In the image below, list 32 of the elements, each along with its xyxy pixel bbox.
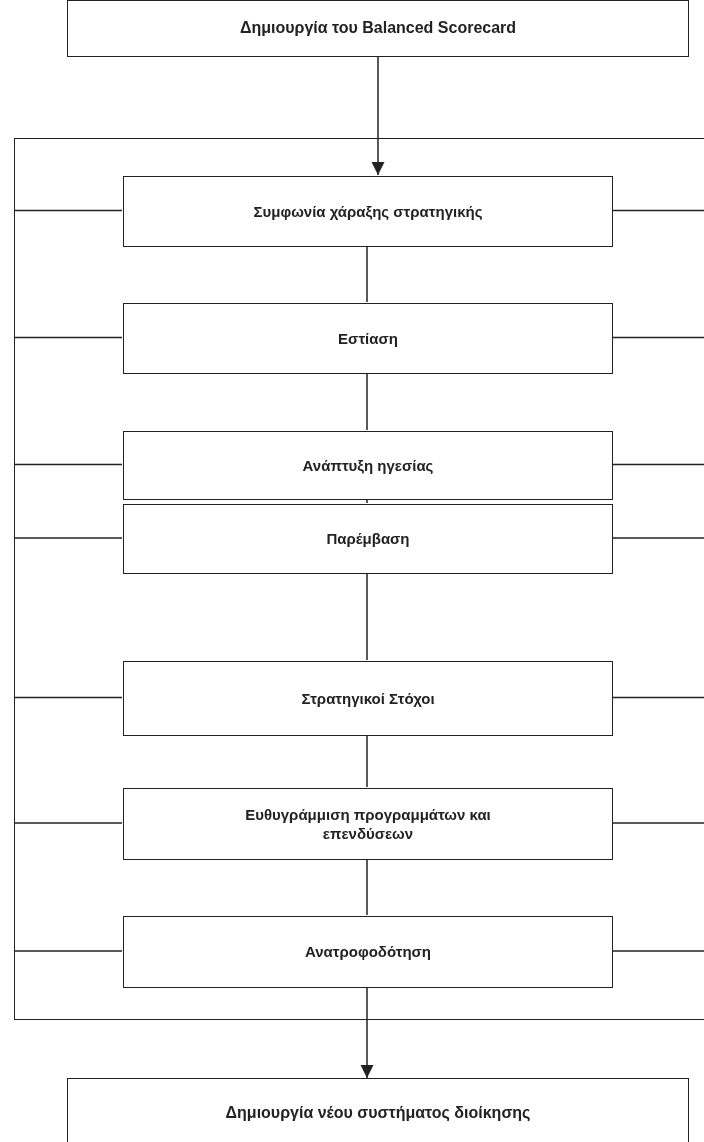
process-box: Ανατροφοδότηση bbox=[123, 916, 613, 988]
connector-line bbox=[13, 463, 123, 466]
process-box: Παρέμβαση bbox=[123, 504, 613, 574]
process-box: Ανάπτυξη ηγεσίας bbox=[123, 431, 613, 500]
process-box: Συμφωνία χάραξης στρατηγικής bbox=[123, 176, 613, 247]
connector-line bbox=[611, 696, 704, 699]
connector-line bbox=[13, 822, 123, 824]
connector-line bbox=[611, 950, 704, 952]
process-box: Δημιουργία νέου συστήματος διοίκησης bbox=[67, 1078, 689, 1142]
connector-line bbox=[13, 537, 123, 539]
connector-line bbox=[611, 336, 704, 339]
connector-line bbox=[366, 245, 368, 303]
connector-line bbox=[13, 950, 123, 952]
connector-line bbox=[611, 537, 704, 539]
connector-line bbox=[611, 463, 704, 466]
connector-line bbox=[366, 572, 368, 661]
process-box: Στρατηγικοί Στόχοι bbox=[123, 661, 613, 736]
connector-line bbox=[13, 336, 123, 339]
connector-line bbox=[366, 858, 368, 916]
connector-line bbox=[366, 498, 368, 504]
arrow bbox=[360, 986, 374, 1079]
process-box: Δημιουργία του Balanced Scorecard bbox=[67, 0, 689, 57]
frame-box bbox=[14, 138, 704, 1020]
connector-line bbox=[13, 696, 123, 699]
connector-line bbox=[611, 209, 704, 212]
arrow bbox=[371, 56, 385, 176]
connector-line bbox=[611, 822, 704, 824]
connector-line bbox=[366, 734, 368, 788]
connector-line bbox=[366, 372, 368, 431]
connector-line bbox=[13, 209, 123, 212]
process-box: Ευθυγράμμιση προγραμμάτων και επενδύσεων bbox=[123, 788, 613, 860]
process-box: Εστίαση bbox=[123, 303, 613, 374]
